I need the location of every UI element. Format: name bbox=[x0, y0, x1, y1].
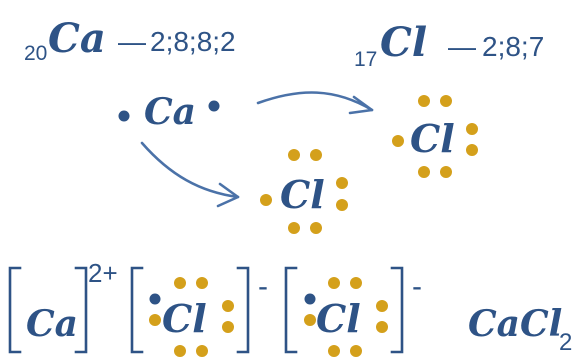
chlorine-electron bbox=[466, 144, 478, 156]
chlorine-electron bbox=[440, 166, 452, 178]
calcium-ion-symbol: Ca bbox=[26, 303, 78, 345]
calcium-atomic-number: 20 bbox=[24, 42, 47, 65]
chlorine-electron bbox=[336, 199, 348, 211]
right-bracket bbox=[390, 266, 404, 354]
chlorine-electron bbox=[418, 166, 430, 178]
calcium-shells: 2;8;8;2 bbox=[150, 26, 236, 57]
transferred-electron bbox=[149, 293, 161, 305]
chlorine-lewis-atom: Cl bbox=[260, 149, 348, 234]
electron-transfer-arrow bbox=[140, 141, 240, 199]
calcium-ion: Ca 2+ bbox=[8, 258, 118, 354]
chlorine-electron bbox=[440, 95, 452, 107]
chlorine-atomic-number: 17 bbox=[354, 48, 377, 71]
compound-formula: CaCl 2 bbox=[468, 303, 572, 356]
chlorine-electron bbox=[376, 300, 388, 312]
electron-transfer-arrowhead bbox=[216, 182, 240, 208]
right-bracket bbox=[74, 266, 88, 354]
chlorine-electron bbox=[310, 222, 322, 234]
chloride-ion-symbol: Cl bbox=[162, 296, 207, 341]
chlorine-electron bbox=[260, 194, 272, 206]
chlorine-electron bbox=[222, 321, 234, 333]
calcium-electron bbox=[118, 110, 130, 122]
formula-subscript: 2 bbox=[559, 329, 572, 356]
transferred-electron bbox=[304, 293, 316, 305]
chlorine-electron bbox=[328, 277, 340, 289]
chlorine-atom-symbol: Cl bbox=[280, 172, 325, 217]
electron-transfer-arrow bbox=[256, 91, 374, 112]
calcium-lewis-atom: Ca bbox=[118, 91, 220, 133]
chlorine-electron bbox=[392, 135, 404, 147]
chlorine-electron bbox=[328, 345, 340, 357]
calcium-ion-charge: 2+ bbox=[88, 258, 118, 288]
chlorine-config-dash: — bbox=[448, 31, 476, 62]
left-bracket bbox=[130, 266, 144, 354]
chlorine-electron bbox=[336, 177, 348, 189]
chloride-ion-charge: - bbox=[412, 270, 422, 303]
chlorine-electron bbox=[196, 277, 208, 289]
chlorine-electron bbox=[310, 149, 322, 161]
chlorine-electron bbox=[149, 314, 161, 326]
left-bracket bbox=[284, 266, 298, 354]
chlorine-electron bbox=[288, 149, 300, 161]
chlorine-electron bbox=[304, 314, 316, 326]
chloride-ion-charge: - bbox=[258, 270, 268, 303]
chlorine-lewis-atom: Cl bbox=[392, 95, 478, 178]
chlorine-electron bbox=[466, 123, 478, 135]
chlorine-electron bbox=[418, 95, 430, 107]
chlorine-atom-symbol: Cl bbox=[410, 116, 455, 161]
electron-transfer-arrowhead bbox=[348, 95, 374, 115]
chlorine-shells: 2;8;7 bbox=[482, 31, 544, 62]
chlorine-electron bbox=[196, 345, 208, 357]
calcium-electron bbox=[208, 100, 220, 112]
left-bracket bbox=[8, 266, 22, 354]
chlorine-electron bbox=[174, 345, 186, 357]
chlorine-config-symbol: Cl bbox=[380, 19, 427, 66]
chloride-ion: Cl - bbox=[284, 266, 422, 357]
chlorine-electron bbox=[350, 277, 362, 289]
formula-main: CaCl bbox=[468, 303, 562, 345]
chloride-ion-symbol: Cl bbox=[316, 296, 361, 341]
chlorine-electron bbox=[174, 277, 186, 289]
calcium-configuration: 20 Ca — 2;8;8;2 bbox=[24, 15, 236, 65]
chlorine-electron bbox=[350, 345, 362, 357]
chlorine-electron bbox=[288, 222, 300, 234]
chlorine-electron bbox=[222, 300, 234, 312]
chlorine-configuration: 17 Cl — 2;8;7 bbox=[354, 19, 544, 71]
chloride-ion: Cl - bbox=[130, 266, 268, 357]
calcium-config-symbol: Ca bbox=[48, 15, 106, 62]
calcium-atom-symbol: Ca bbox=[144, 91, 196, 133]
calcium-config-dash: — bbox=[118, 26, 146, 57]
right-bracket bbox=[236, 266, 250, 354]
chlorine-electron bbox=[376, 321, 388, 333]
